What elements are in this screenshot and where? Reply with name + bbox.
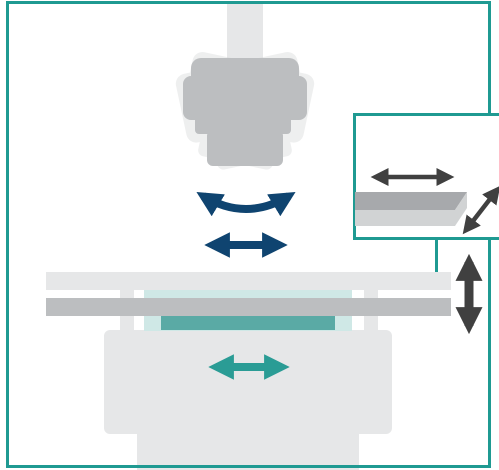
table-top-bar bbox=[46, 298, 451, 316]
tube-rotation-curved-arrow bbox=[196, 192, 296, 217]
inset-frame bbox=[353, 113, 499, 240]
table-base bbox=[104, 330, 392, 434]
detector-tray-dark bbox=[161, 316, 335, 330]
xray-tube-head bbox=[183, 58, 307, 166]
table-top-panel bbox=[46, 272, 451, 290]
inset-lateral-arrow bbox=[462, 185, 499, 235]
ceiling-column bbox=[227, 3, 263, 63]
inset-slab-top bbox=[355, 192, 467, 210]
inset-panel bbox=[353, 113, 499, 272]
inset-slab-front bbox=[355, 210, 455, 226]
